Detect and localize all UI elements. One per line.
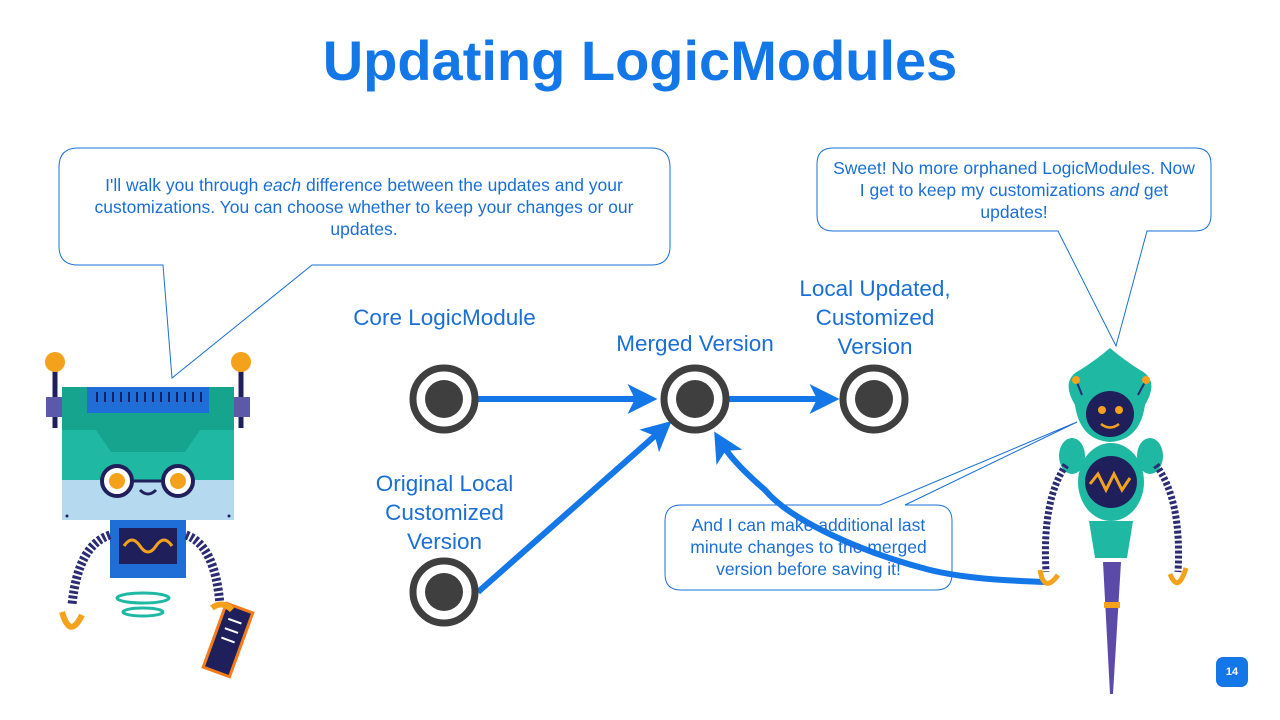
left-robot-illustration <box>45 352 255 679</box>
label-core-logicmodule: Core LogicModule <box>353 305 536 330</box>
arrow-original-to-merged <box>476 421 672 595</box>
arrow-manual-edits <box>714 431 1046 585</box>
node-updated <box>839 364 909 434</box>
slide-title: Updating LogicModules <box>322 29 958 92</box>
label-original-local-customized: Original Local Customized Version <box>375 471 514 554</box>
right-speech-bubble <box>816 147 1212 348</box>
right-robot-illustration <box>1037 348 1189 694</box>
right-bubble-text: Sweet! No more orphaned LogicModules. No… <box>833 158 1195 222</box>
page-number-badge: 14 <box>1216 657 1248 687</box>
bottom-speech-bubble <box>664 421 1078 591</box>
node-core <box>409 364 479 434</box>
label-merged-version: Merged Version <box>616 331 774 356</box>
left-bubble-text: I'll walk you through each difference be… <box>94 175 634 239</box>
node-merged <box>660 364 730 434</box>
right-bubble-emphasis: and <box>1109 180 1139 200</box>
label-local-updated-customized: Local Updated, Customized Version <box>799 276 951 359</box>
left-speech-bubble <box>58 147 671 379</box>
left-bubble-emphasis: each <box>263 175 302 195</box>
node-original <box>409 557 479 627</box>
bottom-bubble-text: And I can make additional last minute ch… <box>690 515 927 579</box>
